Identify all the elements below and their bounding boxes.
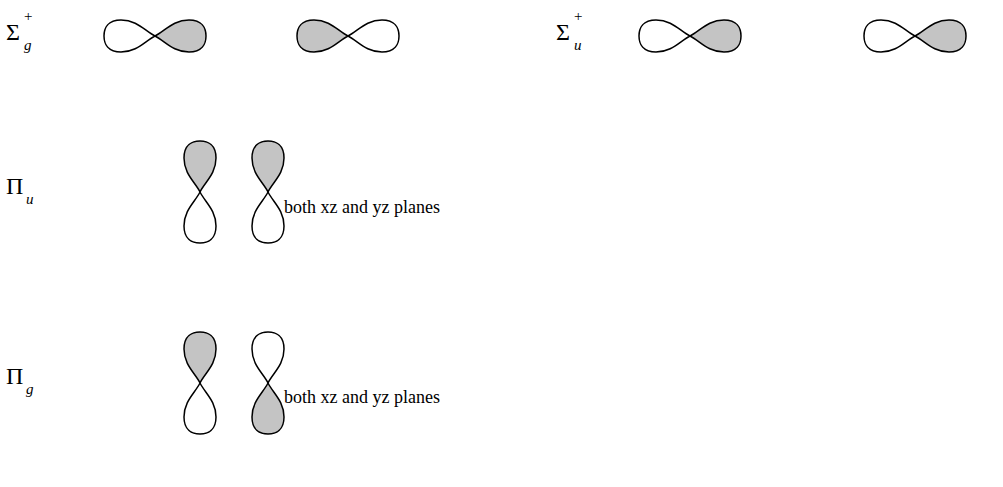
- orbital-lobe: [348, 20, 399, 52]
- subscript: u: [574, 38, 582, 53]
- orbital-lobe: [184, 383, 216, 434]
- p-orbital: [252, 332, 284, 434]
- orbital-lobe: [184, 192, 216, 243]
- orbital-lobe: [104, 20, 155, 52]
- note-text: both xz and yz planes: [284, 388, 440, 406]
- orbital-lobe: [297, 20, 348, 52]
- note-text: both xz and yz planes: [284, 198, 440, 216]
- orbital-lobe: [252, 141, 284, 192]
- symmetry-symbol: Σ: [556, 20, 570, 44]
- symmetry-symbol: Π: [6, 364, 23, 388]
- symmetry-symbol: Π: [6, 174, 23, 198]
- p-orbital: [184, 141, 216, 243]
- superscript: +: [574, 9, 582, 24]
- p-orbital: [864, 20, 966, 52]
- p-orbital: [104, 20, 206, 52]
- orbital-lobe: [690, 20, 741, 52]
- superscript: +: [24, 9, 32, 24]
- orbital-lobe: [252, 383, 284, 434]
- subscript: g: [24, 38, 32, 53]
- orbital-lobe: [915, 20, 966, 52]
- p-orbital: [639, 20, 741, 52]
- symmetry-symbol: Σ: [6, 20, 20, 44]
- subscript: g: [26, 382, 34, 397]
- p-orbital: [297, 20, 399, 52]
- orbital-lobe: [864, 20, 915, 52]
- orbital-lobe: [155, 20, 206, 52]
- orbital-lobe: [184, 332, 216, 383]
- orbital-lobe: [252, 192, 284, 243]
- subscript: u: [26, 192, 34, 207]
- orbital-lobe: [252, 332, 284, 383]
- orbital-lobe: [184, 141, 216, 192]
- p-orbital: [184, 332, 216, 434]
- orbital-lobe: [639, 20, 690, 52]
- p-orbital: [252, 141, 284, 243]
